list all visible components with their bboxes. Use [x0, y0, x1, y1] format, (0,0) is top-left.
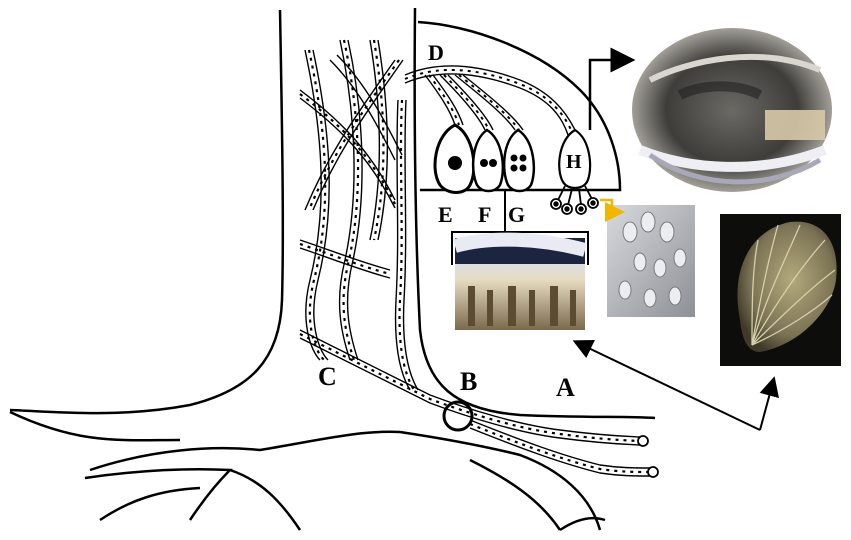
label-F: F: [478, 202, 491, 227]
label-H: H: [566, 151, 582, 173]
roots: [85, 432, 605, 530]
label-B: B: [460, 367, 477, 396]
label-C: C: [318, 362, 337, 391]
label-E: E: [438, 202, 453, 227]
label-A: A: [556, 373, 575, 402]
photo-gill-cap: [720, 214, 841, 366]
photo-bracket-section: [455, 238, 585, 330]
arrow-to-fruiting-photo: [590, 60, 628, 130]
basidium-F: [473, 130, 503, 191]
label-G: G: [508, 202, 525, 227]
basidium-E: [435, 125, 474, 193]
hyphal-tips: [638, 436, 658, 477]
basidium-G: [504, 130, 534, 191]
label-D: D: [428, 40, 444, 65]
photo-sem-basidia: [607, 205, 695, 317]
photo-fruiting-body: [632, 28, 832, 192]
